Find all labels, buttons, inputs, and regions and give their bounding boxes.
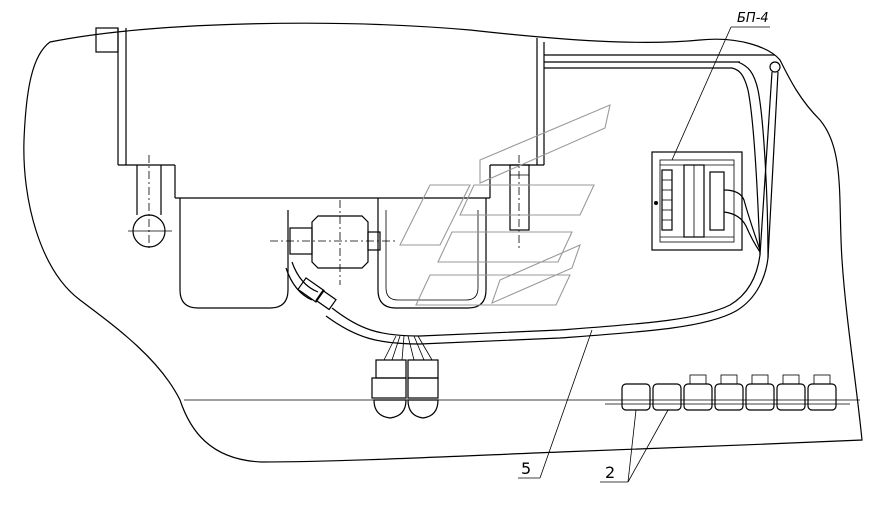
connector-row bbox=[621, 374, 837, 411]
leader-bp4 bbox=[671, 26, 770, 161]
label-bp4: БП-4 bbox=[737, 11, 769, 26]
leader-connectors bbox=[600, 409, 669, 483]
sensor-wire bbox=[285, 261, 337, 311]
lower-tank-left bbox=[179, 198, 289, 309]
harness-riser bbox=[731, 67, 761, 256]
harness-riser-outer bbox=[737, 61, 769, 259]
label-harness: 5 bbox=[521, 459, 531, 478]
block-bp4 bbox=[651, 151, 761, 253]
right-mount-pin bbox=[509, 155, 530, 250]
wire-harness bbox=[331, 254, 761, 337]
lamp-connectors bbox=[371, 335, 439, 419]
leader-harness bbox=[518, 329, 593, 479]
lower-tank-right-inner bbox=[385, 210, 479, 301]
top-rail bbox=[544, 54, 781, 259]
label-connectors: 2 bbox=[605, 463, 615, 482]
wire-harness-outer bbox=[325, 257, 769, 345]
tank-body bbox=[95, 27, 545, 199]
watermark-logo bbox=[399, 104, 611, 306]
lower-tank-right bbox=[377, 198, 487, 309]
left-mount-pin bbox=[128, 155, 172, 250]
sensor-unit bbox=[270, 200, 395, 285]
panel-outline bbox=[23, 22, 863, 463]
